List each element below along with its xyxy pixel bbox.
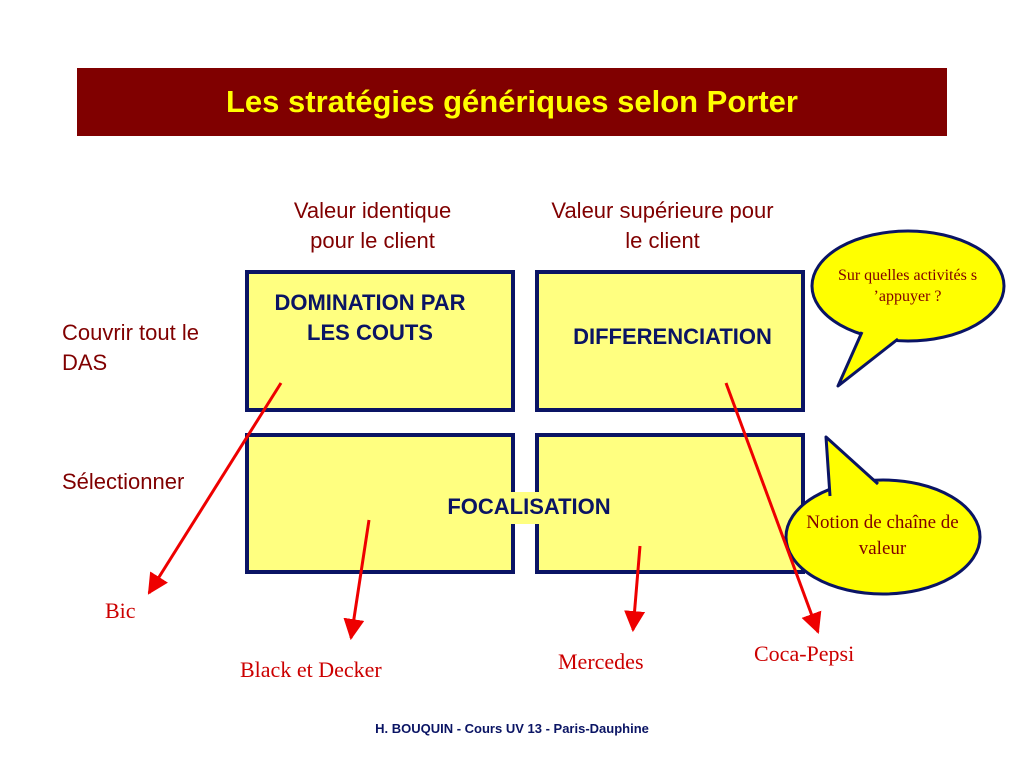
page-title: Les stratégies génériques selon Porter <box>226 84 798 119</box>
arrow-coca-pepsi <box>724 382 822 634</box>
arrow-black-decker <box>343 519 371 641</box>
box-domination <box>245 270 515 412</box>
arrow-mercedes <box>624 545 646 633</box>
box-label-domination: DOMINATION PAR LES COUTS <box>274 290 466 345</box>
arrow-bic <box>147 382 283 595</box>
box-label-focalisation: FOCALISATION <box>425 492 633 524</box>
row-label-couvrir: Couvrir tout le DAS <box>62 320 199 375</box>
bubble-text-activites: Sur quelles activités s ’appuyer ? <box>837 267 978 305</box>
row-label-selectionner: Sélectionner <box>62 469 185 494</box>
speech-bubble-chaine <box>784 435 982 596</box>
footer: H. BOUQUIN - Cours UV 13 - Paris-Dauphin… <box>375 721 649 736</box>
example-black-decker: Black et Decker <box>240 657 382 682</box>
column-header-superieure: Valeur supérieure pour le client <box>551 198 774 253</box>
title-bar <box>77 68 947 136</box>
speech-bubble-activites <box>810 229 1006 388</box>
bubble-text-chaine: Notion de chaîne de valeur <box>806 512 959 559</box>
example-mercedes: Mercedes <box>558 649 644 674</box>
example-coca-pepsi: Coca-Pepsi <box>754 641 855 666</box>
column-header-identique: Valeur identique pour le client <box>293 198 452 253</box>
box-differenciation <box>535 270 805 412</box>
example-bic: Bic <box>105 598 136 623</box>
box-label-differenciation: DIFFERENCIATION <box>573 324 772 349</box>
